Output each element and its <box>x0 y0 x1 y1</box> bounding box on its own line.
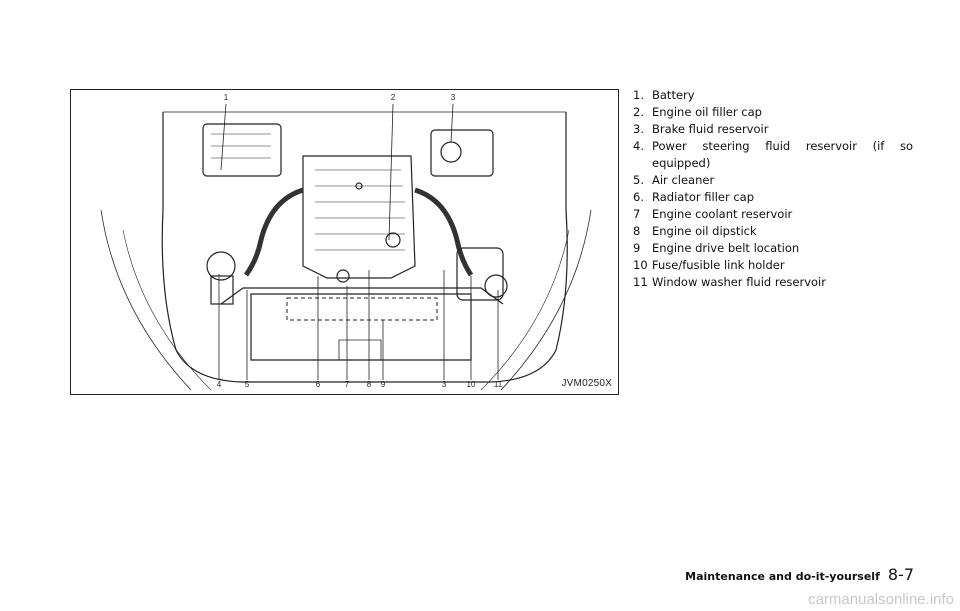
callout-1: 1 <box>223 93 229 102</box>
legend-text: Radiator filler cap <box>652 190 755 204</box>
callout-7: 7 <box>344 380 350 389</box>
legend-item: 5. Air cleaner <box>633 172 913 189</box>
callout-4: 4 <box>216 380 222 389</box>
legend-item: 10 Fuse/fusible link holder <box>633 257 913 274</box>
legend-item: 4. Power steering fluid reservoir (if so … <box>633 138 913 172</box>
legend-text: Engine drive belt location <box>652 241 800 255</box>
legend-text: Engine oil filler cap <box>652 105 762 119</box>
legend-number: 11 <box>633 275 648 289</box>
legend-text: Battery <box>652 88 695 102</box>
legend-number: 2. <box>633 105 644 119</box>
legend-number: 8 <box>633 224 641 238</box>
section-title: Maintenance and do-it-yourself <box>685 570 880 583</box>
callout-10: 10 <box>466 380 476 389</box>
legend-item: 1. Battery <box>633 87 913 104</box>
callout-8: 8 <box>366 380 372 389</box>
legend-text: Window washer fluid reservoir <box>652 275 826 289</box>
callout-3: 3 <box>450 93 456 102</box>
legend-number: 9 <box>633 241 641 255</box>
legend-item: 6. Radiator filler cap <box>633 189 913 206</box>
legend-number: 6. <box>633 190 644 204</box>
legend-number: 7 <box>633 207 641 221</box>
legend-text: Engine oil dipstick <box>652 224 757 238</box>
page-number: 8-7 <box>887 565 914 584</box>
legend-item: 2. Engine oil filler cap <box>633 104 913 121</box>
legend-text: Air cleaner <box>652 173 715 187</box>
component-legend: 1. Battery 2. Engine oil filler cap 3. Brak… <box>633 87 913 291</box>
engine-bay-illustration <box>100 103 592 391</box>
legend-number: 10 <box>633 258 648 272</box>
legend-number: 3. <box>633 122 644 136</box>
legend-text: Engine coolant reservoir <box>652 207 793 221</box>
page-footer: Maintenance and do-it-yourself 8-7 <box>685 565 914 584</box>
legend-number: 5. <box>633 173 644 187</box>
legend-item: 8 Engine oil dipstick <box>633 223 913 240</box>
legend-text: Fuse/fusible link holder <box>652 258 785 272</box>
legend-text: Power steering fluid reservoir (if so eq… <box>652 139 913 170</box>
callout-11: 11 <box>493 380 503 389</box>
callout-5: 5 <box>244 380 250 389</box>
callout-3-bottom: 3 <box>441 380 447 389</box>
figure-code: JVM0250X <box>561 378 612 389</box>
engine-compartment-figure: 1 2 3 4 5 6 7 8 9 3 10 11 JVM0250X <box>70 89 619 395</box>
legend-item: 3. Brake fluid reservoir <box>633 121 913 138</box>
legend-number: 1. <box>633 88 644 102</box>
legend-text: Brake fluid reservoir <box>652 122 769 136</box>
callout-2: 2 <box>390 93 396 102</box>
legend-item: 9 Engine drive belt location <box>633 240 913 257</box>
watermark: carmanualsonline.info <box>808 591 954 608</box>
legend-item: 11 Window washer fluid reservoir <box>633 274 913 291</box>
legend-item: 7 Engine coolant reservoir <box>633 206 913 223</box>
callout-6: 6 <box>315 380 321 389</box>
legend-number: 4. <box>633 139 644 153</box>
callout-9: 9 <box>380 380 386 389</box>
